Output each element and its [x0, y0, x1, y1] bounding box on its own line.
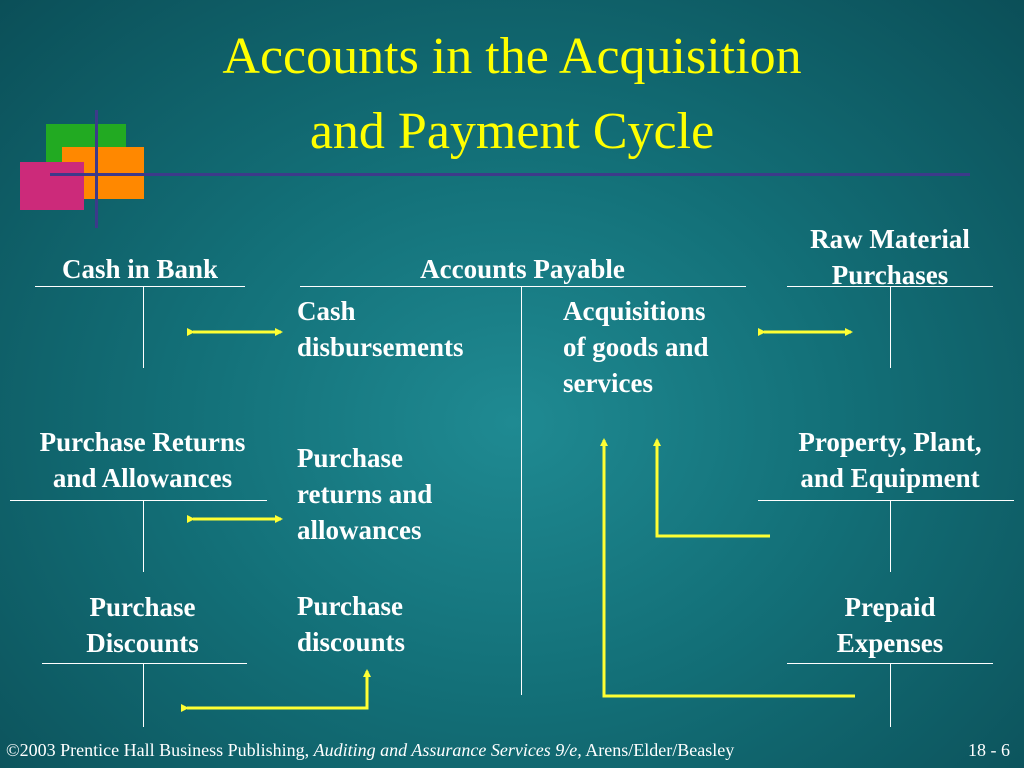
- account-label-line1: Purchase: [89, 592, 196, 622]
- page-number: 18 - 6: [968, 740, 1010, 760]
- t-account-rule: [10, 500, 267, 501]
- footer-citation: ©2003 Prentice Hall Business Publishing,…: [6, 740, 734, 761]
- entry-cash-disbursements: Cash disbursements: [297, 293, 464, 365]
- footer-copyright: ©2003 Prentice Hall Business Publishing,: [6, 740, 314, 760]
- entry-line1: Purchase: [297, 591, 403, 621]
- t-account-rule: [42, 663, 247, 664]
- account-accounts-payable: Accounts Payable: [300, 251, 745, 287]
- account-label: Accounts Payable: [420, 254, 625, 284]
- t-account-rule: [758, 500, 1014, 501]
- t-account-divider: [143, 663, 144, 727]
- account-purchase-returns: Purchase Returns and Allowances: [5, 424, 280, 496]
- t-account-divider: [890, 500, 891, 572]
- entry-purchase-returns: Purchase returns and allowances: [297, 440, 432, 548]
- entry-line3: allowances: [297, 515, 422, 545]
- entry-line2: disbursements: [297, 332, 464, 362]
- account-label-line2: and Allowances: [52, 463, 233, 493]
- entry-line3: services: [563, 368, 653, 398]
- slide-title-line1: Accounts in the Acquisition: [222, 28, 802, 85]
- deco-square-magenta: [20, 162, 84, 210]
- account-label-line2: and Equipment: [800, 463, 980, 493]
- account-label-line2: Purchases: [831, 260, 949, 290]
- arrow-discounts-to-ap: [181, 669, 371, 712]
- entry-purchase-discounts: Purchase discounts: [297, 588, 405, 660]
- entry-line2: discounts: [297, 627, 406, 657]
- entry-line2: returns and: [297, 479, 433, 509]
- footer-book-title: Auditing and Assurance Services 9/e,: [313, 740, 582, 760]
- deco-vertical-line: [95, 110, 98, 228]
- entry-line1: Acquisitions: [563, 296, 706, 326]
- footer-authors: Arens/Elder/Beasley: [581, 740, 735, 760]
- account-prepaid-expenses: Prepaid Expenses: [785, 589, 995, 661]
- account-label-line1: Raw Material: [810, 224, 970, 254]
- t-account-rule: [35, 286, 245, 287]
- entry-line2: of goods and: [563, 332, 709, 362]
- account-label-line2: Discounts: [86, 628, 199, 658]
- entry-line1: Purchase: [297, 443, 403, 473]
- title-rule: [50, 173, 970, 176]
- account-label-line1: Property, Plant,: [798, 427, 982, 457]
- account-label-line2: Expenses: [836, 628, 944, 658]
- t-account-rule: [300, 286, 746, 287]
- account-cash-in-bank: Cash in Bank: [35, 251, 245, 287]
- account-label: Cash in Bank: [61, 254, 219, 284]
- t-account-divider: [143, 500, 144, 572]
- account-property-plant-equipment: Property, Plant, and Equipment: [760, 424, 1020, 496]
- arrow-ppe-to-ap: [653, 438, 770, 538]
- slide-title-line2: and Payment Cycle: [309, 103, 715, 160]
- t-account-divider: [890, 663, 891, 727]
- account-label-line1: Purchase Returns: [39, 427, 246, 457]
- t-account-divider: [521, 286, 522, 695]
- account-label-line1: Prepaid: [844, 592, 936, 622]
- t-account-divider: [143, 286, 144, 368]
- account-purchase-discounts: Purchase Discounts: [40, 589, 245, 661]
- entry-line1: Cash: [297, 296, 356, 326]
- account-raw-material-purchases: Raw Material Purchases: [780, 221, 1000, 293]
- t-account-divider: [890, 286, 891, 368]
- entry-acquisitions: Acquisitions of goods and services: [563, 293, 709, 401]
- arrow-prepaid-to-ap: [600, 438, 855, 698]
